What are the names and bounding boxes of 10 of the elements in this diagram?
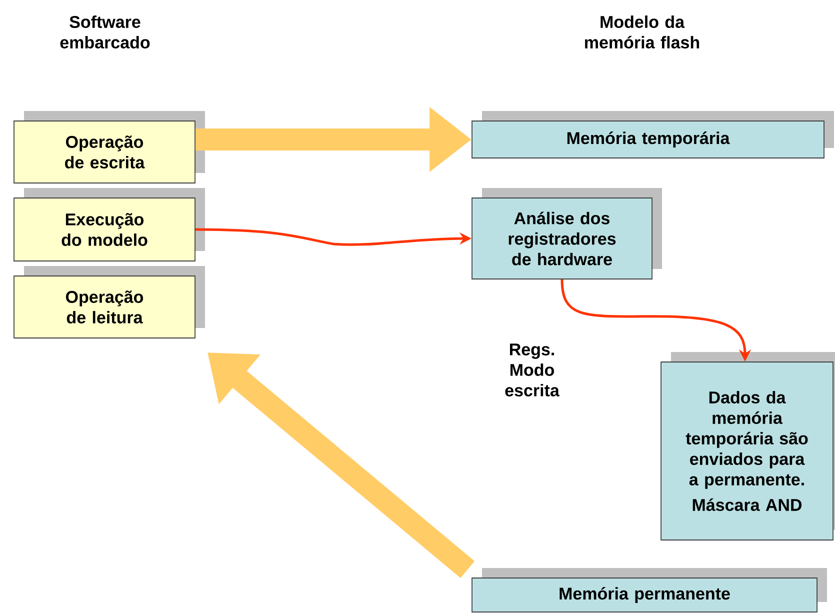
process-box: Dados da memória temporária são enviados para a permanente. Máscara AND — [660, 352, 835, 540]
process-box: Análise dos registradores de hardware — [472, 188, 662, 280]
memory-band: Memória permanente — [472, 568, 827, 612]
process-box: Operação de leitura — [14, 266, 205, 338]
memory-band: Memória temporária — [472, 111, 834, 158]
process-box: Operação de escrita — [14, 111, 205, 184]
process-box: Execução do modelo — [14, 188, 205, 262]
note-text: Regs. Modo escrita — [505, 344, 560, 396]
heading: Software embarcado — [60, 16, 150, 48]
heading: Modelo da memória flash — [585, 16, 700, 48]
